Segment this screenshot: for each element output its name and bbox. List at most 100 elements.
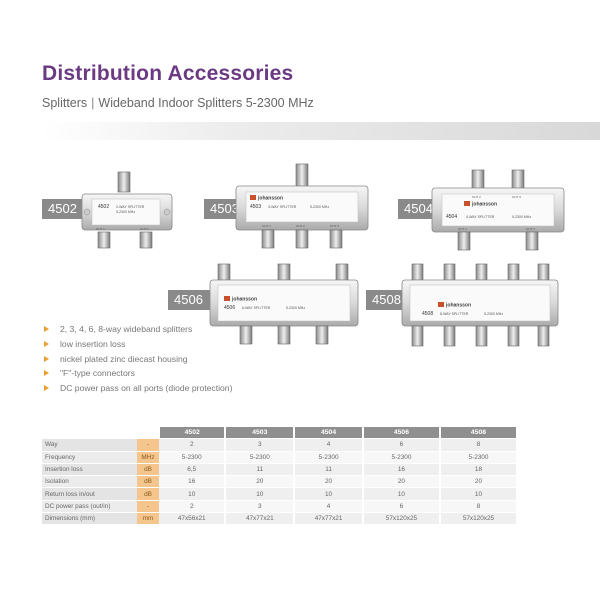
spec-cell: 20 (225, 475, 296, 489)
feature-list: 2, 3, 4, 6, 8-way wideband splitters low… (44, 322, 232, 396)
spec-cell: 5-2300 (439, 451, 519, 464)
splitter-4504-freq: 5-2300 MHz (512, 215, 531, 219)
splitter-4502-out1: OUT 1 (96, 227, 105, 231)
spec-cell: 47x77x21 (294, 512, 364, 526)
splitter-4506-image: johansson 4506 6-WAY SPLITTER 5-2300 MHz (209, 263, 359, 345)
spec-row-unit: mm (137, 512, 159, 526)
spec-cell: 16 (362, 463, 441, 477)
spec-cell: 18 (439, 463, 519, 477)
page-title: Distribution Accessories (42, 62, 294, 85)
spec-header-cell: 4502 (159, 427, 227, 440)
spec-row-name: DC power pass (out/in) (42, 500, 137, 514)
feature-text: DC power pass on all ports (diode protec… (60, 383, 233, 394)
spec-row-name: Way (42, 438, 137, 452)
spec-cell: 3 (225, 500, 296, 514)
splitter-4503-code: 4503 (250, 204, 261, 210)
spec-cell: 10 (362, 487, 441, 501)
bullet-triangle-icon (44, 355, 49, 362)
spec-cell: 6 (362, 500, 441, 514)
splitter-4503-freq: 5-2300 MHz (310, 205, 329, 209)
splitter-4503-image: johansson 4503 3-WAY SPLITTER 5-2300 MHz… (235, 163, 369, 249)
spec-row-name: Frequency (42, 451, 137, 464)
spec-header-row: 4502 4503 4504 4506 4508 (42, 427, 519, 440)
bullet-triangle-icon (44, 340, 49, 347)
splitter-4502-freq: 5-2300 MHz (116, 210, 135, 214)
spec-header-cell: 4506 (362, 427, 441, 440)
subtitle-separator: | (91, 96, 95, 110)
spec-row-unit: dB (137, 487, 159, 501)
splitter-4508-freq: 5-2300 MHz (484, 312, 503, 316)
spec-cell: 8 (439, 500, 519, 514)
splitter-4503-out2: OUT 2 (296, 224, 305, 228)
spec-cell: 4 (294, 438, 364, 452)
spec-cell: 5-2300 (362, 451, 441, 464)
model-label-4508: 4508 (366, 290, 406, 310)
spec-cell: 16 (159, 475, 227, 489)
spec-cell: 47x56x21 (159, 512, 227, 526)
bullet-triangle-icon (44, 370, 49, 377)
splitter-4504-code: 4504 (446, 214, 457, 220)
spec-row-unit: dB (137, 475, 159, 489)
spec-cell: 8 (439, 438, 519, 452)
splitter-4504-brand: johansson (471, 202, 497, 208)
spec-cell: 6 (362, 438, 441, 452)
spec-row-name: Dimensions (mm) (42, 512, 137, 526)
page-subtitle: Splitters|Wideband Indoor Splitters 5-23… (42, 96, 314, 110)
splitter-4508-code: 4508 (422, 311, 433, 317)
feature-text: nickel plated zinc diecast housing (60, 353, 188, 364)
spec-cell: 5-2300 (294, 451, 364, 464)
splitter-4508-type: 8-WAY SPLITTER (440, 312, 469, 316)
splitter-4502-image: 4502 2-WAY SPLITTER 5-2300 MHz OUT 1 OUT… (81, 171, 173, 249)
feature-item: nickel plated zinc diecast housing (44, 352, 232, 367)
feature-item: "F"-type connectors (44, 366, 232, 381)
splitter-4508-brand: johansson (445, 303, 471, 309)
spec-row-unit: MHz (137, 451, 159, 464)
feature-item: 2, 3, 4, 6, 8-way wideband splitters (44, 322, 232, 337)
spec-cell: 47x77x21 (225, 512, 296, 526)
spec-row-unit: - (137, 500, 159, 514)
spec-cell: 10 (159, 487, 227, 501)
spec-cell: 10 (439, 487, 519, 501)
spec-header-cell: 4504 (294, 427, 364, 440)
feature-text: "F"-type connectors (60, 368, 135, 379)
splitter-4504-out4: OUT 4 (526, 227, 535, 231)
splitter-4508-image: johansson 4508 8-WAY SPLITTER 5-2300 MHz (401, 263, 559, 347)
splitter-4504-out3: OUT 3 (512, 195, 521, 199)
splitter-4502-code: 4502 (98, 204, 109, 210)
feature-item: low insertion loss (44, 337, 232, 352)
spec-cell: 57x120x25 (439, 512, 519, 526)
spec-row-unit: - (137, 438, 159, 452)
subtitle-main: Splitters (42, 96, 88, 110)
spec-cell: 2 (159, 438, 227, 452)
bullet-triangle-icon (44, 326, 49, 332)
spec-header-cell: 4508 (439, 427, 519, 440)
spec-cell: 10 (225, 487, 296, 501)
spec-cell: 5-2300 (225, 451, 296, 464)
spec-cell: 6,5 (159, 463, 227, 477)
splitter-4506-freq: 5-2300 MHz (286, 306, 305, 310)
spec-cell: 57x120x25 (362, 512, 441, 526)
subtitle-detail: Wideband Indoor Splitters 5-2300 MHz (98, 96, 314, 110)
splitter-4502-type: 2-WAY SPLITTER (116, 205, 145, 209)
header-band (42, 122, 600, 140)
feature-text: low insertion loss (60, 338, 126, 349)
splitter-4503-brand: johansson (257, 196, 283, 202)
feature-item: DC power pass on all ports (diode protec… (44, 381, 232, 396)
splitter-4504-image: johansson 4504 4-WAY SPLITTER 5-2300 MHz… (431, 169, 565, 251)
spec-cell: 10 (294, 487, 364, 501)
spec-row-name: Insertion loss (42, 463, 137, 477)
splitter-4503-out1: OUT 1 (262, 224, 271, 228)
model-label-4504: 4504 (398, 199, 438, 219)
spec-cell: 11 (294, 463, 364, 477)
spec-row-unit: dB (137, 463, 159, 477)
spec-row-name: Isolation (42, 475, 137, 489)
splitter-4502-out2: OUT 2 (140, 227, 149, 231)
splitter-4504-type: 4-WAY SPLITTER (466, 215, 495, 219)
spec-cell: 3 (225, 438, 296, 452)
